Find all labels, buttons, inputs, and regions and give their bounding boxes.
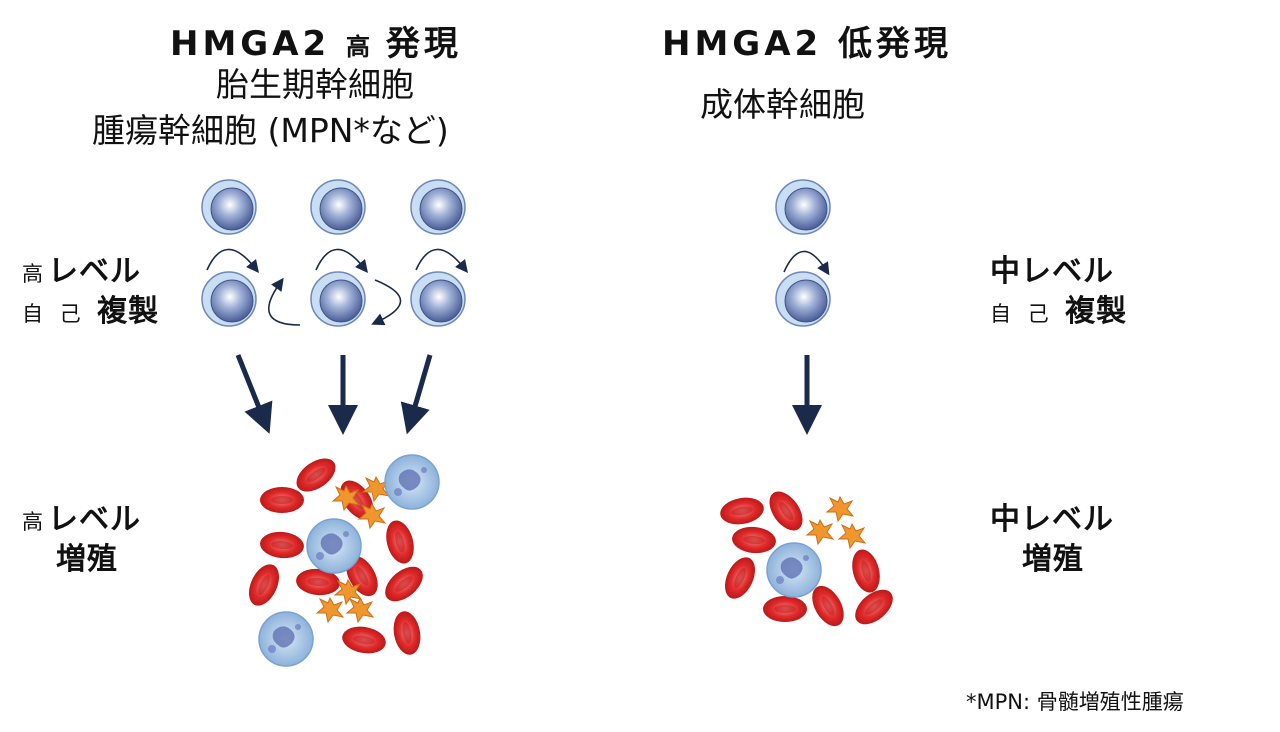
red-blood-cell — [242, 559, 286, 611]
stem-cell — [201, 179, 257, 235]
red-blood-cell — [390, 609, 424, 657]
stem-cell — [310, 271, 366, 327]
red-blood-cell — [730, 525, 778, 555]
red-blood-cell — [378, 559, 430, 609]
stem-cell — [310, 179, 366, 235]
red-blood-cell — [340, 623, 388, 657]
red-blood-cell — [762, 485, 810, 537]
platelet — [806, 519, 834, 545]
left-line2: 腫瘍幹細胞 (MPN*など) — [92, 111, 449, 150]
white-blood-cell — [766, 542, 822, 598]
right-blood-cells — [718, 485, 900, 632]
right-line1: 成体幹細胞 — [700, 85, 865, 124]
red-blood-cell — [260, 487, 304, 513]
right-title: HMGA2 低発現 — [662, 16, 952, 65]
platelet — [316, 597, 344, 623]
stem-cell — [775, 271, 831, 327]
red-blood-cell — [718, 494, 766, 528]
left-title-gene: HMGA2 — [170, 24, 331, 64]
left-differentiation-arrows — [235, 354, 433, 435]
stem-cell — [775, 179, 831, 235]
left-title-level: 高 — [346, 33, 371, 61]
left-title-expression: 発現 — [385, 24, 462, 64]
red-blood-cell — [847, 546, 885, 596]
stem-cell — [410, 271, 466, 327]
platelet — [358, 503, 386, 529]
red-blood-cell — [381, 517, 419, 567]
red-blood-cell — [718, 552, 762, 604]
stem-cell — [410, 179, 466, 235]
white-blood-cell — [384, 454, 440, 510]
stem-cell — [201, 271, 257, 327]
right-title-gene: HMGA2 — [662, 24, 823, 64]
red-blood-cell — [763, 596, 807, 622]
footnote: *MPN: 骨髄増殖性腫瘍 — [966, 690, 1184, 714]
right-proliferation-level: 中レベル — [990, 502, 1114, 537]
platelet — [826, 496, 854, 522]
self-renewal-arrows — [206, 248, 468, 326]
white-blood-cell — [306, 518, 362, 574]
right-self-renewal-label: 自 己 複製 — [990, 294, 1128, 329]
right-self-renewal-level: 中レベル — [990, 254, 1114, 289]
right-stem-cells — [775, 179, 831, 327]
left-self-renewal-level: 高レベル — [22, 254, 141, 289]
right-proliferation-label: 増殖 — [1022, 542, 1084, 577]
right-self-renewal-arrow — [783, 250, 830, 276]
white-blood-cell — [258, 611, 314, 667]
left-proliferation-level: 高レベル — [22, 502, 141, 537]
left-line1: 胎生期幹細胞 — [216, 65, 414, 104]
platelet — [838, 523, 866, 549]
platelet — [346, 597, 374, 623]
left-proliferation-label: 増殖 — [56, 542, 118, 577]
left-stem-cells — [201, 179, 466, 327]
left-blood-cells — [242, 451, 440, 667]
red-blood-cell — [258, 530, 306, 560]
left-self-renewal-label: 自 己 複製 — [22, 294, 160, 329]
left-title: HMGA2 高 発現 — [170, 16, 462, 65]
right-title-expression: 低発現 — [838, 24, 953, 64]
